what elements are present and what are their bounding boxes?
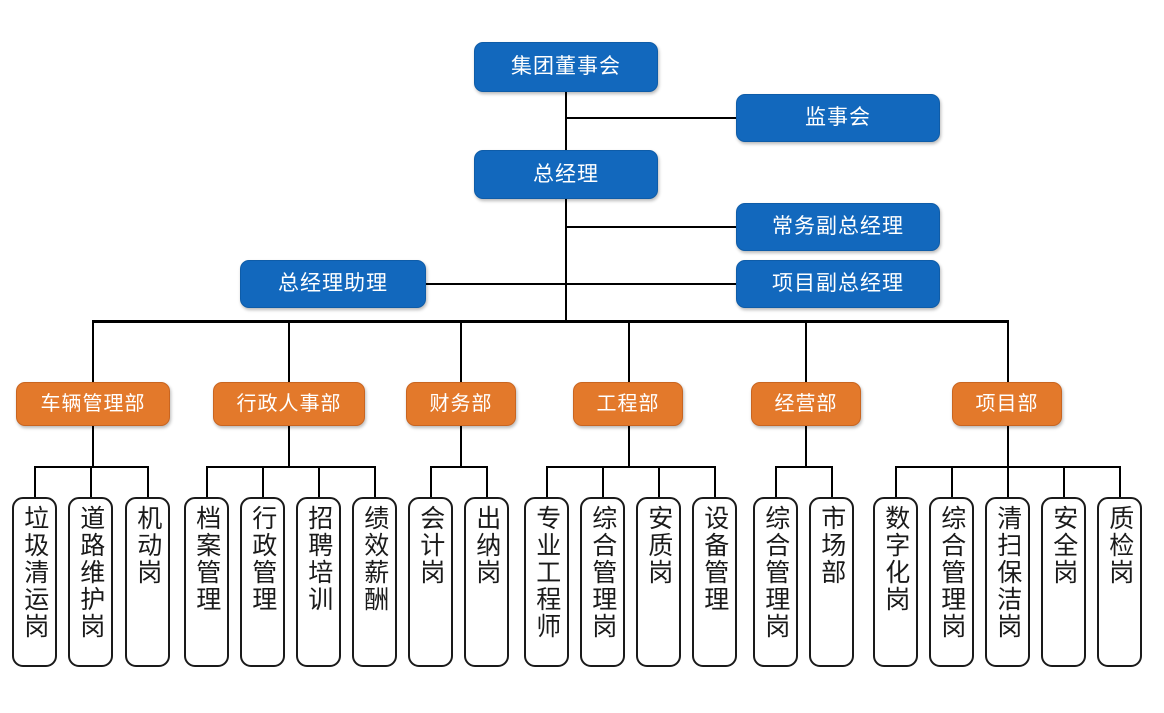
position-label: 市场部: [817, 505, 847, 586]
leafdrop-adminhr-1: [206, 466, 208, 498]
position-label: 综合管理岗: [588, 505, 618, 640]
node-supervisory-board[interactable]: 监事会: [736, 94, 940, 142]
dept-node-admin-hr[interactable]: 行政人事部: [213, 382, 365, 426]
subbus-admin-hr: [206, 466, 375, 468]
connector-to-project-deputy-gm: [565, 283, 737, 285]
leafdrop-vehicle-1: [34, 466, 36, 498]
leafdrop-proj-3: [1007, 466, 1009, 498]
subbus-engineering: [546, 466, 715, 468]
position-box[interactable]: 专业工程师: [524, 497, 569, 667]
position-label: 质检岗: [1105, 505, 1135, 586]
dept-node-operations[interactable]: 经营部: [751, 382, 861, 426]
position-box[interactable]: 设备管理: [692, 497, 737, 667]
position-box[interactable]: 市场部: [809, 497, 854, 667]
leafdrop-vehicle-2: [90, 466, 92, 498]
position-box[interactable]: 质检岗: [1097, 497, 1142, 667]
position-label: 招聘培训: [304, 505, 334, 613]
position-label: 综合管理岗: [761, 505, 791, 640]
connector-to-gm-assistant: [425, 283, 566, 285]
leafdrop-finance-2: [486, 466, 488, 498]
position-label: 安质岗: [644, 505, 674, 586]
stem-operations: [805, 425, 807, 467]
leafdrop-proj-5: [1119, 466, 1121, 498]
drop-to-vehicle-dept: [92, 320, 94, 382]
connector-to-executive-deputy-gm: [565, 226, 737, 228]
node-executive-deputy-gm[interactable]: 常务副总经理: [736, 203, 940, 251]
node-general-manager[interactable]: 总经理: [474, 150, 658, 199]
drop-to-operations-dept: [805, 320, 807, 382]
drop-to-project-dept: [1007, 320, 1009, 382]
position-box[interactable]: 招聘培训: [296, 497, 341, 667]
dept-node-finance[interactable]: 财务部: [406, 382, 516, 426]
position-label: 机动岗: [133, 505, 163, 586]
position-box[interactable]: 安全岗: [1041, 497, 1086, 667]
stem-project: [1007, 425, 1009, 467]
position-box[interactable]: 行政管理: [240, 497, 285, 667]
leafdrop-adminhr-2: [262, 466, 264, 498]
position-box[interactable]: 安质岗: [636, 497, 681, 667]
drop-to-finance-dept: [460, 320, 462, 382]
node-project-deputy-gm[interactable]: 项目副总经理: [736, 260, 940, 308]
leafdrop-eng-3: [658, 466, 660, 498]
position-label: 专业工程师: [532, 505, 562, 640]
department-bus: [92, 320, 1009, 323]
drop-to-admin-hr-dept: [288, 320, 290, 382]
drop-to-engineering-dept: [628, 320, 630, 382]
leafdrop-eng-4: [714, 466, 716, 498]
dept-node-engineering[interactable]: 工程部: [573, 382, 683, 426]
leafdrop-ops-2: [831, 466, 833, 498]
position-box[interactable]: 综合管理岗: [929, 497, 974, 667]
position-label: 设备管理: [700, 505, 730, 613]
position-label: 道路维护岗: [76, 505, 106, 640]
position-box[interactable]: 综合管理岗: [753, 497, 798, 667]
leafdrop-finance-1: [430, 466, 432, 498]
position-box[interactable]: 出纳岗: [464, 497, 509, 667]
leafdrop-ops-1: [775, 466, 777, 498]
node-gm-assistant[interactable]: 总经理助理: [240, 260, 426, 308]
position-box[interactable]: 会计岗: [408, 497, 453, 667]
position-label: 档案管理: [192, 505, 222, 613]
leafdrop-adminhr-4: [374, 466, 376, 498]
position-label: 清扫保洁岗: [993, 505, 1023, 640]
stem-finance: [460, 425, 462, 467]
node-board-of-directors[interactable]: 集团董事会: [474, 42, 658, 92]
position-box[interactable]: 数字化岗: [873, 497, 918, 667]
position-label: 出纳岗: [472, 505, 502, 586]
subbus-finance: [430, 466, 487, 468]
position-label: 安全岗: [1049, 505, 1079, 586]
leafdrop-eng-1: [546, 466, 548, 498]
leafdrop-eng-2: [602, 466, 604, 498]
leafdrop-proj-1: [895, 466, 897, 498]
leafdrop-proj-4: [1063, 466, 1065, 498]
position-box[interactable]: 档案管理: [184, 497, 229, 667]
position-label: 垃圾清运岗: [20, 505, 50, 640]
stem-vehicle: [92, 425, 94, 467]
leafdrop-vehicle-3: [147, 466, 149, 498]
position-label: 绩效薪酬: [360, 505, 390, 613]
position-box[interactable]: 机动岗: [125, 497, 170, 667]
connector-board-to-gm: [565, 91, 567, 152]
stem-engineering: [628, 425, 630, 467]
position-box[interactable]: 清扫保洁岗: [985, 497, 1030, 667]
position-label: 行政管理: [248, 505, 278, 613]
connector-gm-spine: [565, 198, 567, 322]
position-label: 会计岗: [416, 505, 446, 586]
position-box[interactable]: 绩效薪酬: [352, 497, 397, 667]
dept-node-vehicle[interactable]: 车辆管理部: [16, 382, 170, 426]
connector-to-supervisory-board: [565, 117, 737, 119]
leafdrop-proj-2: [951, 466, 953, 498]
position-box[interactable]: 垃圾清运岗: [12, 497, 57, 667]
subbus-operations: [775, 466, 832, 468]
dept-node-project[interactable]: 项目部: [952, 382, 1062, 426]
position-box[interactable]: 综合管理岗: [580, 497, 625, 667]
position-box[interactable]: 道路维护岗: [68, 497, 113, 667]
position-label: 综合管理岗: [937, 505, 967, 640]
position-label: 数字化岗: [881, 505, 911, 613]
leafdrop-adminhr-3: [318, 466, 320, 498]
stem-admin-hr: [288, 425, 290, 467]
